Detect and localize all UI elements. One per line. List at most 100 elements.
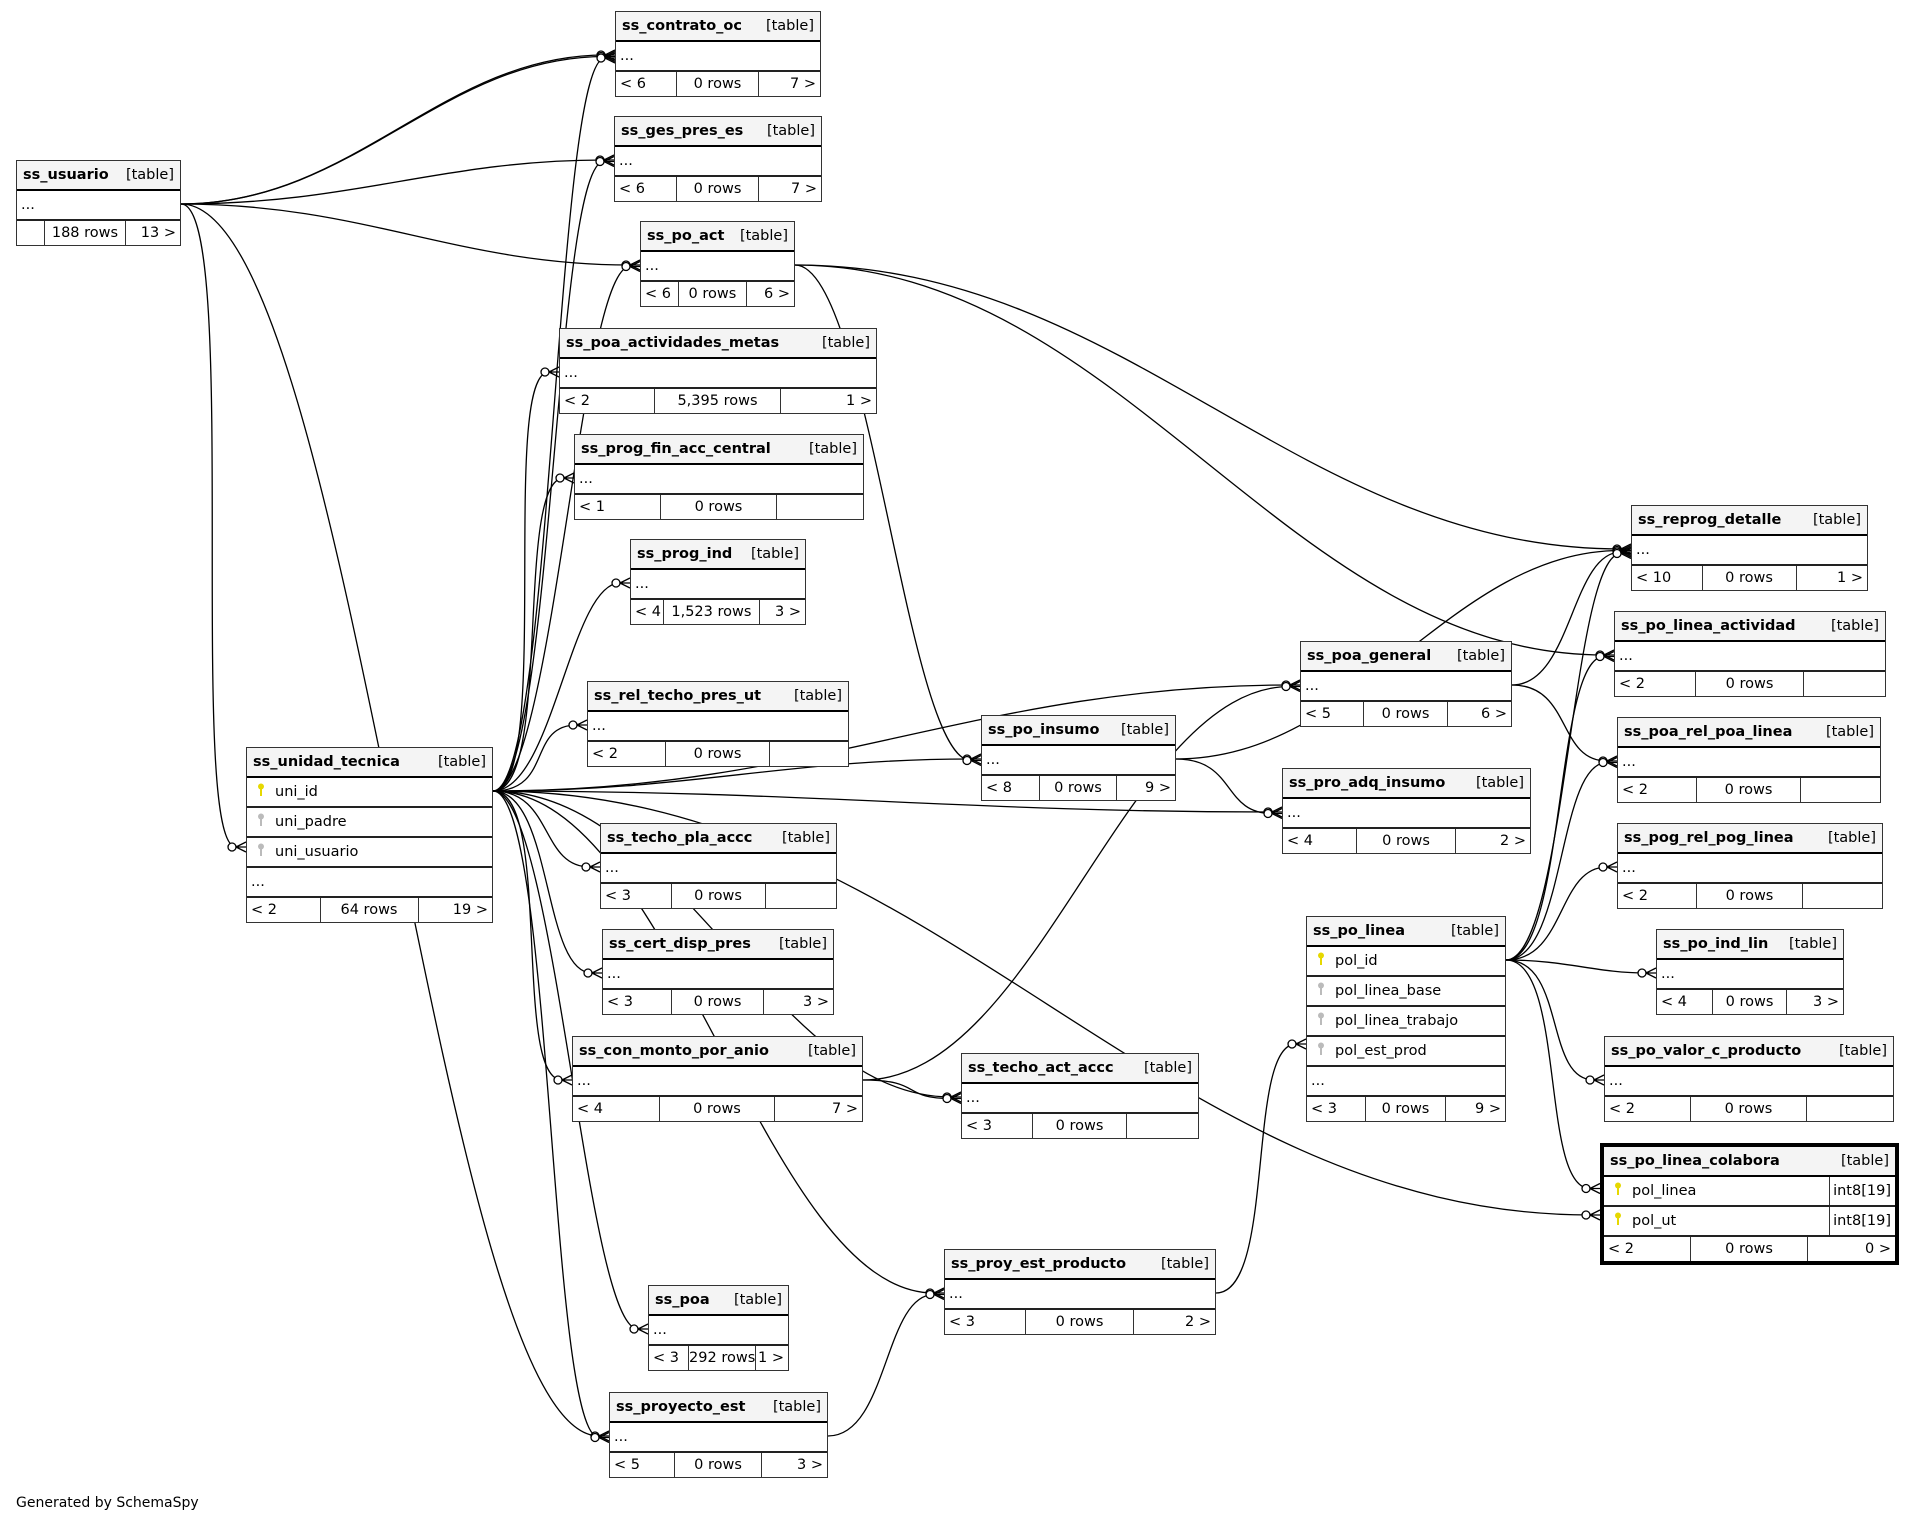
column-row[interactable]: pol_linea int8[19]	[1604, 1177, 1895, 1207]
child-count-link[interactable]	[1803, 884, 1882, 908]
table-ss-contrato-oc[interactable]: ss_contrato_oc [table] ... < 6 0 rows 7 …	[615, 11, 821, 97]
child-count-link[interactable]: 6 >	[1481, 706, 1507, 722]
table-ss-techo-pla-accc[interactable]: ss_techo_pla_accc [table] ... < 3 0 rows	[600, 823, 837, 909]
column-row[interactable]: pol_id	[1307, 947, 1505, 977]
parent-count-link[interactable]: < 6	[616, 72, 678, 96]
table-header[interactable]: ss_po_ind_lin [table]	[1657, 930, 1843, 960]
table-header[interactable]: ss_poa [table]	[649, 1286, 788, 1316]
child-count-link[interactable]: 9 >	[1474, 1101, 1501, 1117]
more-columns[interactable]: ...	[573, 1067, 862, 1097]
table-header[interactable]: ss_unidad_tecnica [table]	[247, 748, 492, 778]
child-count-link[interactable]	[1807, 1097, 1893, 1121]
table-ss-po-linea[interactable]: ss_po_linea [table] pol_id pol_linea_bas…	[1306, 916, 1506, 1122]
table-ss-rel-techo-pres-ut[interactable]: ss_rel_techo_pres_ut [table] ... < 2 0 r…	[587, 681, 849, 767]
table-name[interactable]: ss_con_monto_por_anio	[579, 1043, 769, 1059]
column-row[interactable]: pol_linea_trabajo	[1307, 1007, 1505, 1037]
column-row[interactable]: uni_id	[247, 778, 492, 808]
parent-count-link[interactable]: < 4	[631, 600, 665, 624]
table-name[interactable]: ss_po_linea_colabora	[1610, 1153, 1780, 1169]
more-columns[interactable]: ...	[1632, 536, 1867, 566]
parent-count-link[interactable]: < 3	[962, 1114, 1033, 1138]
table-ss-cert-disp-pres[interactable]: ss_cert_disp_pres [table] ... < 3 0 rows…	[602, 929, 834, 1015]
parent-count-link[interactable]: < 2	[1605, 1097, 1692, 1121]
table-header[interactable]: ss_po_linea_colabora [table]	[1604, 1147, 1895, 1177]
table-header[interactable]: ss_reprog_detalle [table]	[1632, 506, 1867, 536]
parent-count-link[interactable]: < 2	[1615, 672, 1696, 696]
more-columns[interactable]: ...	[615, 147, 821, 177]
table-ss-po-ind-lin[interactable]: ss_po_ind_lin [table] ... < 4 0 rows 3 >	[1656, 929, 1844, 1015]
column-row[interactable]: uni_usuario	[247, 838, 492, 868]
child-count-link[interactable]: 3 >	[803, 994, 829, 1010]
table-ss-usuario[interactable]: ss_usuario [table] ... 188 rows 13 >	[16, 160, 181, 246]
table-header[interactable]: ss_usuario [table]	[17, 161, 180, 191]
parent-count-link[interactable]: < 1	[575, 495, 662, 519]
table-header[interactable]: ss_proyecto_est [table]	[610, 1393, 827, 1423]
table-header[interactable]: ss_ges_pres_es [table]	[615, 117, 821, 147]
parent-count-link[interactable]: < 2	[588, 742, 666, 766]
table-header[interactable]: ss_prog_ind [table]	[631, 540, 805, 570]
child-count-link[interactable]: 2 >	[1185, 1314, 1211, 1330]
table-name[interactable]: ss_po_linea	[1313, 923, 1405, 939]
table-ss-poa-actividades-metas[interactable]: ss_poa_actividades_metas [table] ... < 2…	[559, 328, 877, 414]
table-name[interactable]: ss_usuario	[23, 167, 109, 183]
table-ss-poa-general[interactable]: ss_poa_general [table] ... < 5 0 rows 6 …	[1300, 641, 1512, 727]
parent-count-link[interactable]: < 3	[601, 884, 672, 908]
parent-count-link[interactable]: < 5	[610, 1453, 676, 1477]
table-name[interactable]: ss_cert_disp_pres	[609, 936, 751, 952]
child-count-link[interactable]	[766, 884, 837, 908]
child-count-link[interactable]	[770, 742, 848, 766]
more-columns[interactable]: ...	[1283, 799, 1530, 829]
more-columns[interactable]: ...	[575, 465, 863, 495]
parent-count-link[interactable]: < 3	[945, 1310, 1026, 1334]
more-columns[interactable]: ...	[641, 252, 794, 282]
table-header[interactable]: ss_po_act [table]	[641, 222, 794, 252]
column-row[interactable]: uni_padre	[247, 808, 492, 838]
table-ss-pog-rel-pog-linea[interactable]: ss_pog_rel_pog_linea [table] ... < 2 0 r…	[1617, 823, 1883, 909]
table-ss-con-monto-por-anio[interactable]: ss_con_monto_por_anio [table] ... < 4 0 …	[572, 1036, 863, 1122]
parent-count-link[interactable]: < 4	[1657, 990, 1713, 1014]
table-ss-ges-pres-es[interactable]: ss_ges_pres_es [table] ... < 6 0 rows 7 …	[614, 116, 822, 202]
more-columns[interactable]: ...	[1307, 1067, 1505, 1097]
table-ss-po-valor-c-producto[interactable]: ss_po_valor_c_producto [table] ... < 2 0…	[1604, 1036, 1894, 1122]
column-row[interactable]: pol_est_prod	[1307, 1037, 1505, 1067]
table-header[interactable]: ss_po_linea_actividad [table]	[1615, 612, 1885, 642]
parent-count-link[interactable]: < 6	[615, 177, 677, 201]
table-name[interactable]: ss_prog_ind	[637, 546, 733, 562]
table-ss-prog-ind[interactable]: ss_prog_ind [table] ... < 4 1,523 rows 3…	[630, 539, 806, 625]
parent-count-link[interactable]: < 3	[1307, 1097, 1367, 1121]
table-ss-poa-rel-poa-linea[interactable]: ss_poa_rel_poa_linea [table] ... < 2 0 r…	[1617, 717, 1881, 803]
child-count-link[interactable]	[1804, 672, 1885, 696]
table-ss-poa[interactable]: ss_poa [table] ... < 3 292 rows 1 >	[648, 1285, 789, 1371]
parent-count-link[interactable]	[17, 221, 45, 245]
more-columns[interactable]: ...	[17, 191, 180, 221]
table-name[interactable]: ss_pro_adq_insumo	[1289, 775, 1446, 791]
more-columns[interactable]: ...	[1618, 854, 1882, 884]
more-columns[interactable]: ...	[962, 1084, 1198, 1114]
more-columns[interactable]: ...	[1657, 960, 1843, 990]
table-name[interactable]: ss_poa_actividades_metas	[566, 335, 780, 351]
more-columns[interactable]: ...	[560, 359, 876, 389]
table-name[interactable]: ss_techo_pla_accc	[607, 830, 753, 846]
table-name[interactable]: ss_poa_rel_poa_linea	[1624, 724, 1793, 740]
child-count-link[interactable]	[1801, 778, 1880, 802]
parent-count-link[interactable]: < 6	[641, 282, 680, 306]
table-header[interactable]: ss_pog_rel_pog_linea [table]	[1618, 824, 1882, 854]
child-count-link[interactable]: 19 >	[452, 902, 488, 918]
table-header[interactable]: ss_contrato_oc [table]	[616, 12, 820, 42]
table-ss-prog-fin-acc-central[interactable]: ss_prog_fin_acc_central [table] ... < 1 …	[574, 434, 864, 520]
table-header[interactable]: ss_po_valor_c_producto [table]	[1605, 1037, 1893, 1067]
table-name[interactable]: ss_unidad_tecnica	[253, 754, 400, 770]
table-name[interactable]: ss_reprog_detalle	[1638, 512, 1782, 528]
table-name[interactable]: ss_proy_est_producto	[951, 1256, 1127, 1272]
table-header[interactable]: ss_poa_actividades_metas [table]	[560, 329, 876, 359]
table-header[interactable]: ss_proy_est_producto [table]	[945, 1250, 1215, 1280]
parent-count-link[interactable]: < 2	[247, 898, 321, 922]
more-columns[interactable]: ...	[1618, 748, 1880, 778]
table-ss-reprog-detalle[interactable]: ss_reprog_detalle [table] ... < 10 0 row…	[1631, 505, 1868, 591]
table-header[interactable]: ss_rel_techo_pres_ut [table]	[588, 682, 848, 712]
more-columns[interactable]: ...	[588, 712, 848, 742]
parent-count-link[interactable]: < 4	[573, 1097, 660, 1121]
table-header[interactable]: ss_prog_fin_acc_central [table]	[575, 435, 863, 465]
more-columns[interactable]: ...	[1301, 672, 1511, 702]
child-count-link[interactable]: 7 >	[789, 76, 816, 92]
